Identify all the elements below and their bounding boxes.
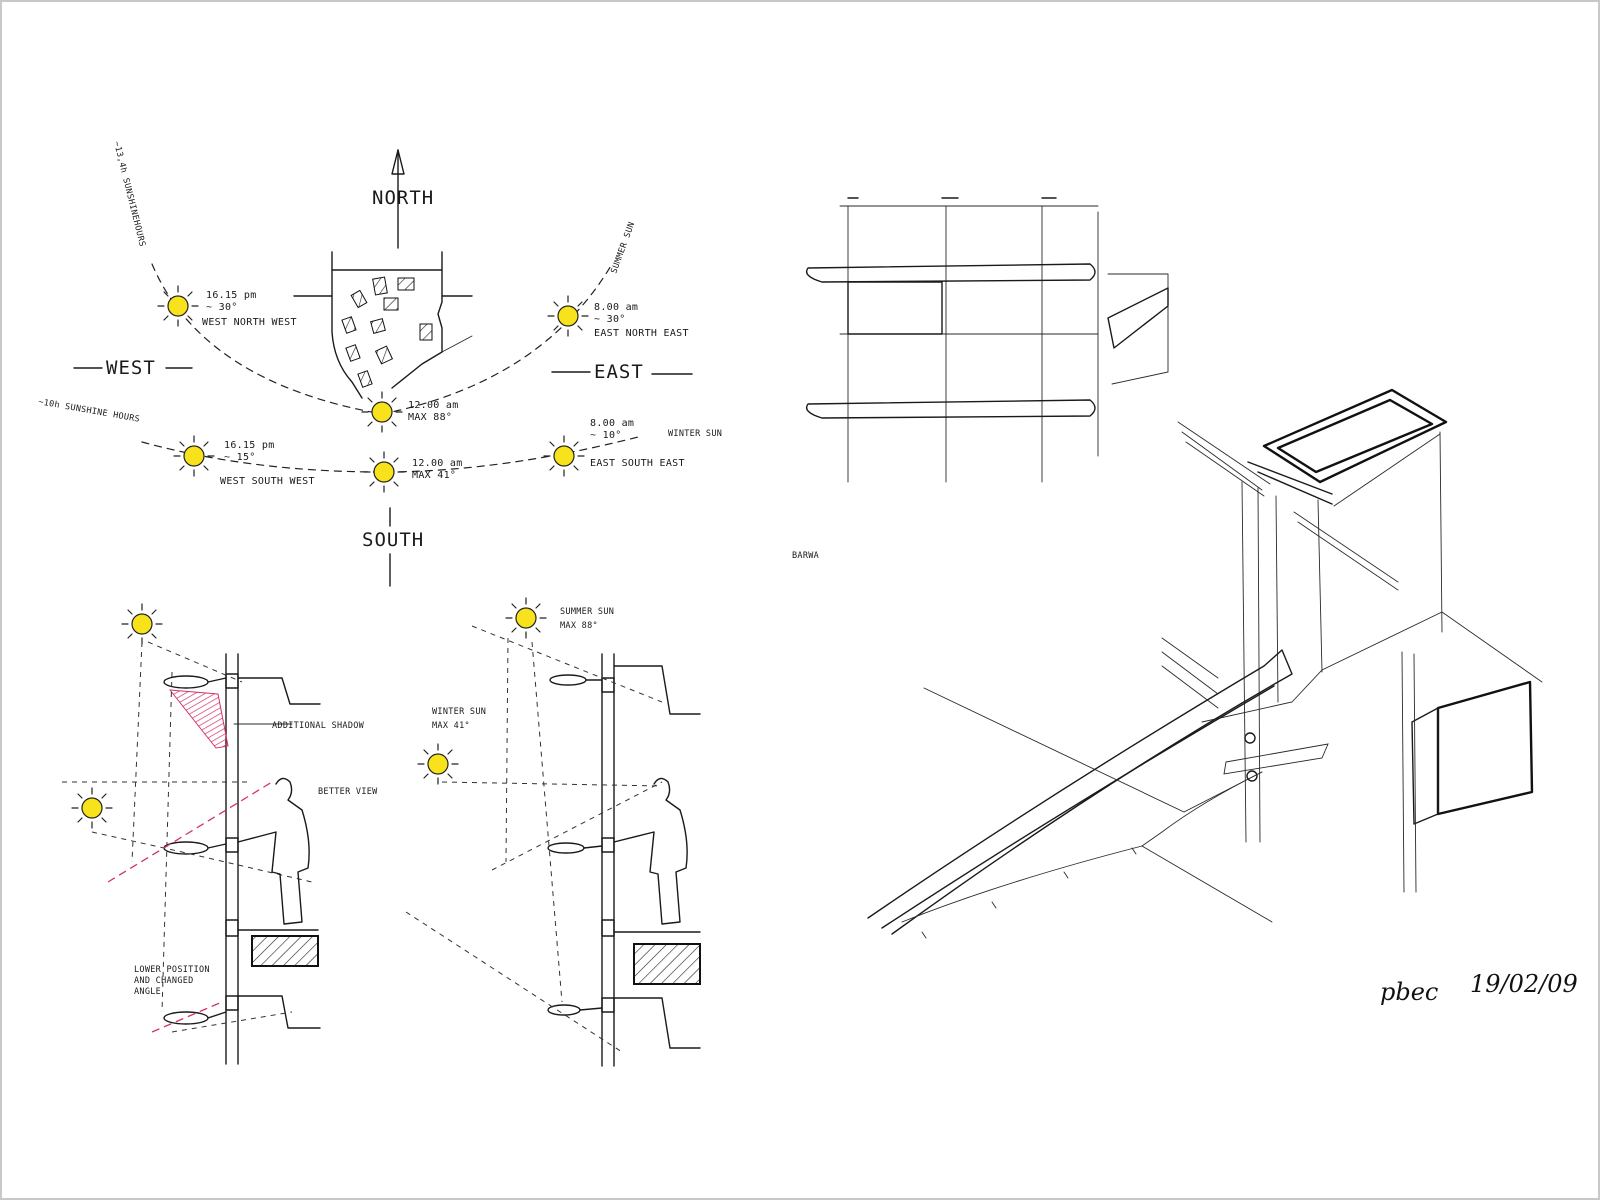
sun-icon xyxy=(417,743,459,785)
east-label: EAST xyxy=(594,361,644,383)
summer-sun-label: SUMMER SUN xyxy=(560,607,614,617)
winter-sun-label: WINTER SUN xyxy=(432,707,486,717)
sun-direction-label: EAST SOUTH EAST xyxy=(590,458,685,469)
sun-angle-label: ~ 30° xyxy=(206,302,238,313)
building-plan xyxy=(293,251,473,399)
winter-max-label: MAX 41° xyxy=(432,721,470,731)
north-label: NORTH xyxy=(372,187,434,209)
sun-icon xyxy=(361,391,403,433)
sun-angle-label: ~ 15° xyxy=(224,452,256,463)
sun-time-label: 12.00 am xyxy=(412,458,463,469)
date-label: 19/02/09 xyxy=(1470,970,1578,998)
sun-icon xyxy=(543,435,585,477)
sun-icon xyxy=(157,285,199,327)
sun-icon xyxy=(505,597,547,639)
facade-elevation-sketch: BARWA xyxy=(792,197,1169,561)
person-figure xyxy=(613,777,688,925)
sun-angle-label: ~ 30° xyxy=(594,314,626,325)
signature: pbec xyxy=(1380,978,1438,1006)
winter-sun-path-label: WINTER SUN xyxy=(668,429,722,439)
max-sunshine-label: ~13,4h SUNSHINEHOURS xyxy=(111,140,147,248)
sun-direction-label: WEST SOUTH WEST xyxy=(220,476,315,487)
north-arrow-icon xyxy=(391,149,405,249)
summer-sun-path-label: SUMMER SUN xyxy=(609,221,637,275)
sun-angle-label: MAX 41° xyxy=(412,470,456,481)
summer-max-label: MAX 88° xyxy=(560,621,598,631)
south-label: SOUTH xyxy=(362,529,424,551)
and-changed-label: AND CHANGED xyxy=(134,976,194,986)
sun-time-label: 16.15 pm xyxy=(224,440,275,451)
sun-direction-label: WEST NORTH WEST xyxy=(202,317,297,328)
sun-icon xyxy=(71,787,113,829)
lower-position-label: LOWER POSITION xyxy=(134,965,210,975)
better-view-label: BETTER VIEW xyxy=(318,787,378,797)
sun-time-label: 8.00 am xyxy=(590,418,634,429)
sun-path-diagram: NORTH SOUTH WEST EAST xyxy=(37,140,722,587)
facade-label: BARWA xyxy=(792,551,819,561)
person-figure xyxy=(237,777,310,925)
isometric-fin-detail xyxy=(867,388,1543,939)
sun-icon xyxy=(547,295,589,337)
sun-time-label: 12.00 am xyxy=(408,400,459,411)
sun-icon xyxy=(363,451,405,493)
section-diagram-proposed: SUMMER SUN MAX 88° WINTER SUN MAX 41° xyxy=(405,597,701,1067)
sun-icon xyxy=(173,435,215,477)
sun-time-label: 16.15 pm xyxy=(206,290,257,301)
section-diagram-current: ADDITIONAL SHADOW BETTER VIEW LOWER POSI… xyxy=(62,603,378,1065)
additional-shadow-label: ADDITIONAL SHADOW xyxy=(272,721,365,731)
sun-direction-label: EAST NORTH EAST xyxy=(594,328,689,339)
sun-angle-label: MAX 88° xyxy=(408,412,452,423)
sun-angle-label: ~ 10° xyxy=(590,430,622,441)
sun-time-label: 8.00 am xyxy=(594,302,638,313)
min-sunshine-label: ~10h SUNSHINE HOURS xyxy=(37,397,140,425)
angle-label: ANGLE xyxy=(134,987,161,997)
west-label: WEST xyxy=(106,357,156,379)
sun-icon xyxy=(121,603,163,645)
